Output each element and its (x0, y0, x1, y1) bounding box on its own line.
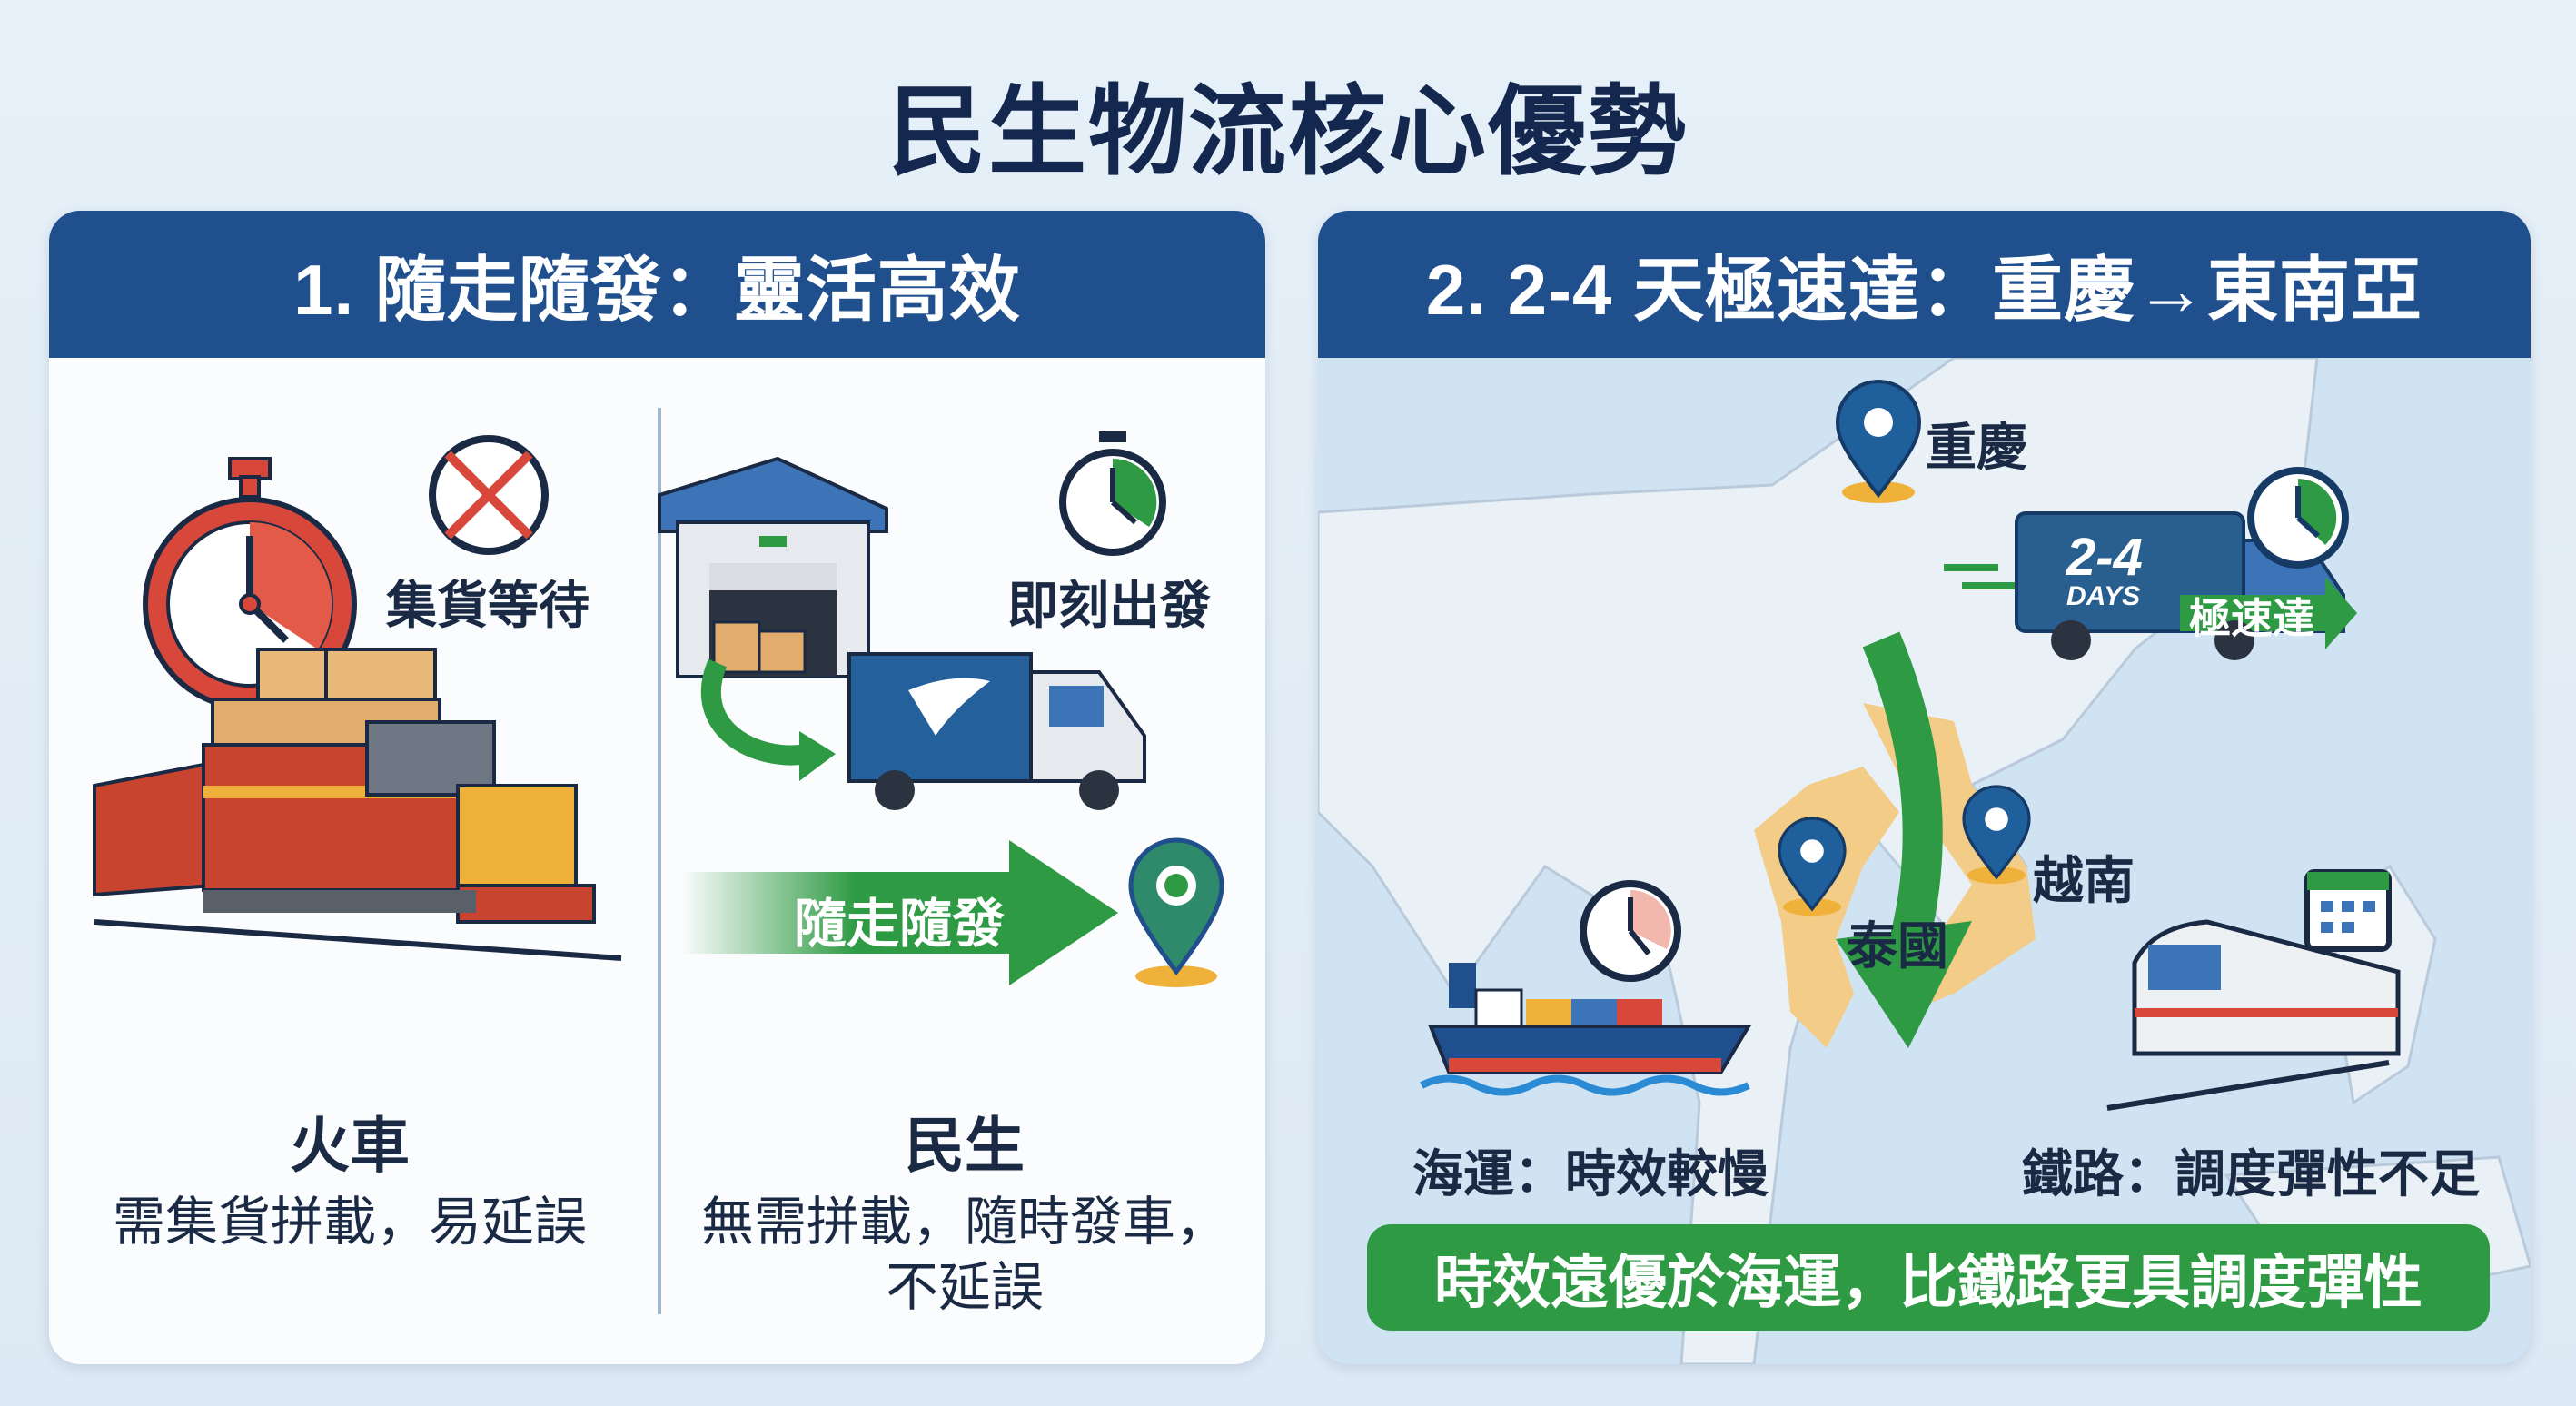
thailand-pin-icon (1778, 817, 1847, 916)
depart-label: 即刻出發 (1007, 577, 1211, 634)
truck-days-number: 2-4 (2066, 528, 2143, 587)
express-tag: 極速達 (2189, 595, 2314, 642)
truck-days-unit: DAYS (2066, 581, 2141, 611)
minsheng-title: 民生 (905, 1112, 1025, 1179)
warehouse-illustration (658, 456, 888, 678)
freight-train-illustration (93, 648, 622, 961)
minsheng-description-line2: 不延誤 (885, 1258, 1045, 1317)
vietnam-pin-icon (1962, 785, 2031, 885)
clock-crossed-icon (429, 435, 549, 555)
comparison-divider (658, 408, 661, 1314)
destination-pin-icon (1128, 837, 1224, 987)
train-description: 需集貨拼載，易延誤 (112, 1193, 588, 1252)
train-title: 火車 (290, 1112, 410, 1179)
advantage-banner: 時效遠優於海運，比鐵路更具調度彈性 (1367, 1224, 2490, 1331)
go-anytime-label: 隨走隨發 (793, 895, 1006, 954)
wait-label: 集貨等待 (386, 577, 590, 634)
stopwatch-green-icon (1059, 431, 1166, 556)
express-truck-illustration (1944, 467, 2357, 660)
flexibility-card-header: 1. 隨走隨發：靈活高效 (49, 211, 1265, 358)
minsheng-description-line1: 無需拼載，隨時發車， (700, 1193, 1229, 1252)
city-vietnam: 越南 (2033, 852, 2135, 909)
city-thailand: 泰國 (1847, 917, 1948, 975)
cargo-ship-illustration (1420, 880, 1752, 1096)
origin-pin-icon (1835, 380, 1922, 503)
delivery-truck-illustration (701, 652, 1146, 810)
speed-card-header: 2. 2-4 天極速達：重慶→東南亞 (1318, 211, 2531, 358)
sea-freight-label: 海運：時效較慢 (1412, 1145, 1769, 1203)
city-chongqing: 重慶 (1926, 419, 2027, 476)
go-anytime-arrow (682, 840, 1118, 985)
rail-freight-label: 鐵路：調度彈性不足 (2022, 1145, 2480, 1203)
page-title: 民生物流核心優勢 (887, 76, 1688, 186)
rail-train-illustration (2106, 869, 2401, 1111)
